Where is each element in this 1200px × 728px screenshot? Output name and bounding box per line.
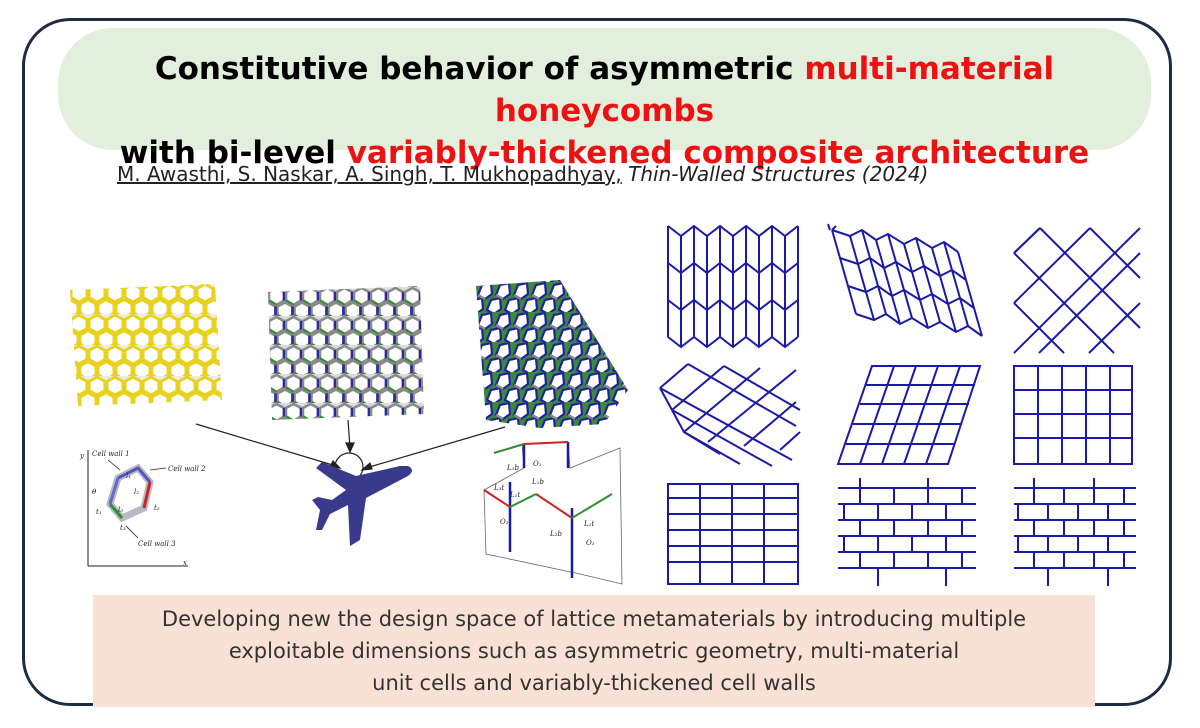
lattice-slanted-reentrant (827, 223, 983, 337)
lattice-reentrant (667, 224, 799, 349)
strut-diagram: O₁ O₂ O₃ L₁b L₂b L₃b L₁t L₂t L₃t (483, 441, 623, 585)
summary-line-1: Developing new the design space of latti… (161, 607, 1027, 631)
summary-line-2: exploitable dimensions such as asymmetri… (228, 639, 960, 663)
label-cell-wall-3: Cell wall 3 (138, 540, 176, 548)
label-t3: t₃ (120, 524, 126, 532)
label-t2: t₂ (154, 504, 160, 512)
axis-x-label: x (183, 559, 187, 567)
summary-line-3: unit cells and variably-thickened cell w… (372, 671, 816, 695)
lattice-brick-2 (1014, 478, 1136, 586)
label-l2t: L₂t (583, 520, 594, 528)
label-l3: l₃ (118, 506, 123, 514)
label-o1: O₁ (533, 460, 542, 468)
label-o3: O₃ (586, 539, 595, 547)
summary-banner (93, 595, 1095, 707)
summary-text: Developing new the design space of latti… (93, 603, 1095, 699)
label-l1: l₁ (126, 472, 131, 480)
label-cell-wall-1: Cell wall 1 (92, 450, 130, 458)
lattice-gallery (659, 223, 1141, 586)
citation-authors[interactable]: M. Awasthi, S. Naskar, A. Singh, T. Mukh… (117, 162, 622, 186)
honeycomb-regular-image (70, 284, 222, 406)
axis-y-label: y (79, 452, 85, 460)
label-o2: O₂ (500, 518, 509, 526)
arrows-to-plane (195, 419, 506, 471)
label-cell-wall-2: Cell wall 2 (168, 465, 206, 473)
lattice-brick-1 (838, 478, 976, 586)
title-line1-black: Constitutive behavior of asymmetric (154, 51, 805, 87)
label-t1: t₁ (96, 508, 102, 516)
label-l2: l₂ (134, 488, 139, 496)
title-line2-red: variably-thickened composite architectur… (346, 135, 1090, 171)
unit-cell-diagram: y x Cell wall 1 Cell wall 2 Cell wall 3 … (79, 450, 206, 567)
airplane-icon (312, 452, 412, 546)
paper-title: Constitutive behavior of asymmetric mult… (58, 48, 1151, 174)
label-l1t: L₁t (509, 491, 520, 499)
lattice-rectangular-grid (667, 483, 799, 585)
label-l1b: L₁b (531, 478, 544, 486)
citation: M. Awasthi, S. Naskar, A. Singh, T. Mukh… (117, 162, 928, 186)
label-l3t: L₃t (493, 484, 504, 492)
title-banner (58, 28, 1151, 150)
honeycomb-asymmetric-image (476, 280, 628, 428)
lattice-sheared-grid (836, 365, 982, 465)
honeycomb-multimaterial-image (268, 286, 424, 420)
label-theta: θ (92, 488, 97, 496)
lattice-square-grid (1013, 365, 1133, 465)
title-line1-red: multi-material honeycombs (494, 51, 1055, 129)
lattice-diamond (1013, 227, 1141, 354)
lattice-oblique-rhombus (659, 363, 801, 467)
label-l2b: L₂b (549, 530, 562, 538)
title-line2-black: with bi-level (119, 135, 347, 171)
label-l3b: L₃b (506, 464, 519, 472)
citation-journal: Thin-Walled Structures (2024) (628, 162, 929, 186)
